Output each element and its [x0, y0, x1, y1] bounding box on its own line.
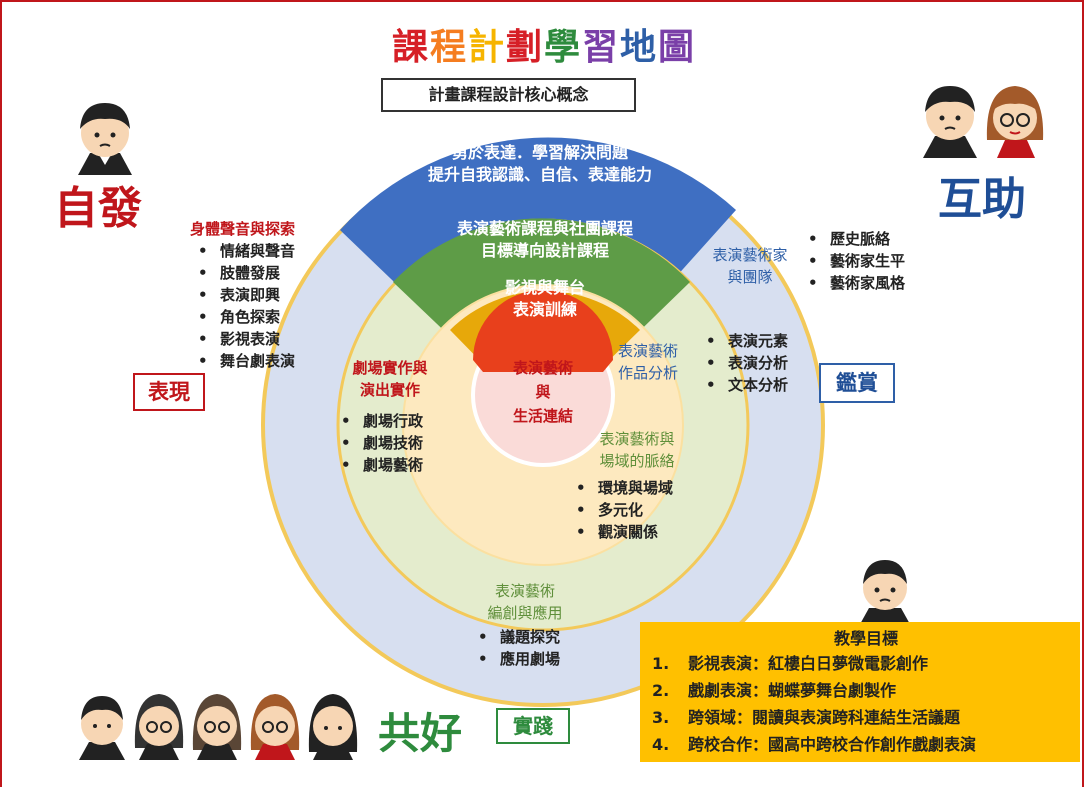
works-heading-line: 表演藝術 — [617, 342, 678, 360]
goal-text: 戲劇表演：蝴蝶夢舞台劇製作 — [688, 681, 897, 700]
list-item: 文本分析 — [706, 374, 788, 396]
works-heading: 表演藝術 作品分析 — [598, 340, 698, 384]
goal-text: 跨領域：閱讀與表演跨科連結生活議題 — [688, 708, 961, 727]
title-char: 課 — [391, 27, 430, 68]
context-heading: 表演藝術與 場域的脈絡 — [582, 428, 692, 472]
list-item: 角色探索 — [198, 306, 295, 328]
title-char: 地 — [620, 27, 659, 68]
goal-number: 3. — [652, 708, 670, 727]
body-sound-heading: 身體聲音與探索 — [190, 220, 296, 238]
girl-avatar-icon — [308, 694, 358, 760]
theatre-heading: 劇場實作與 演出實作 — [335, 357, 445, 401]
creation-heading-line: 編創與應用 — [487, 604, 563, 622]
list-item: 劇場技術 — [341, 432, 423, 454]
list-item: 影視表演 — [198, 328, 295, 350]
center-line: 生活連結 — [512, 407, 573, 425]
boy-avatar-icon — [78, 103, 132, 175]
inner-ring-line: 表演訓練 — [512, 300, 577, 319]
list-item: 劇場行政 — [341, 410, 423, 432]
goal-item: 4. 跨校合作：國高中跨校合作創作戲劇表演 — [652, 731, 1080, 758]
self-initiative-label: 自發 — [54, 183, 142, 234]
list-item: 應用劇場 — [478, 648, 560, 670]
title-char: 程 — [429, 27, 468, 68]
goal-number: 2. — [652, 681, 670, 700]
list-item: 肢體發展 — [198, 262, 295, 284]
list-item: 觀演關係 — [576, 521, 673, 543]
middle-ring-line: 表演藝術課程與社團課程 — [456, 219, 633, 238]
title-char: 學 — [544, 27, 583, 68]
outer-ring-line: 勇於表達．學習解決問題 — [451, 143, 628, 162]
list-item: 表演分析 — [706, 352, 788, 374]
mutual-help-label: 互助 — [938, 174, 1026, 225]
artists-heading-line: 表演藝術家 — [712, 246, 788, 264]
practice-tag: 實踐 — [496, 708, 570, 744]
creation-heading: 表演藝術 編創與應用 — [470, 580, 580, 624]
list-item: 劇場藝術 — [341, 454, 423, 476]
girl-avatar-icon — [986, 86, 1044, 158]
middle-ring-line: 目標導向設計課程 — [480, 241, 609, 260]
express-tag: 表現 — [133, 373, 205, 411]
boy-avatar-icon — [923, 86, 977, 158]
theatre-heading-line: 演出實作 — [359, 381, 420, 399]
title-char: 習 — [582, 27, 621, 68]
girl-avatar-icon — [192, 694, 242, 760]
title-char: 劃 — [505, 27, 544, 68]
works-list: 表演元素 表演分析 文本分析 — [706, 330, 788, 396]
goal-text: 跨校合作：國高中跨校合作創作戲劇表演 — [688, 735, 977, 754]
list-item: 環境與場域 — [576, 477, 673, 499]
creation-list: 議題探究 應用劇場 — [478, 626, 560, 670]
body-sound-list: 情緒與聲音 肢體發展 表演即興 角色探索 影視表演 舞台劇表演 — [198, 240, 295, 372]
appreciate-tag: 鑑賞 — [819, 363, 895, 403]
girl-avatar-icon — [250, 694, 300, 760]
goal-text: 影視表演：紅樓白日夢微電影創作 — [688, 654, 929, 673]
avatar-pair — [923, 86, 1044, 158]
girl-avatar-icon — [134, 694, 184, 760]
list-item: 情緒與聲音 — [198, 240, 295, 262]
works-heading-line: 作品分析 — [617, 364, 678, 382]
theatre-heading-line: 劇場實作與 — [352, 359, 428, 377]
title-char: 計 — [467, 27, 506, 68]
context-list: 環境與場域 多元化 觀演關係 — [576, 477, 673, 543]
list-item: 表演元素 — [706, 330, 788, 352]
list-item: 議題探究 — [478, 626, 560, 648]
center-label: 表演藝術 與 生活連結 — [473, 356, 613, 428]
outer-ring-line: 提升自我認識、自信、表達能力 — [427, 165, 652, 184]
goal-item: 2. 戲劇表演：蝴蝶夢舞台劇製作 — [652, 677, 1080, 704]
list-item: 藝術家生平 — [808, 250, 905, 272]
inner-ring-label: 影視與舞台 表演訓練 — [460, 277, 630, 321]
inner-ring-line: 影視與舞台 — [504, 278, 585, 297]
avatar-group — [79, 694, 358, 760]
list-item: 舞台劇表演 — [198, 350, 295, 372]
list-item: 藝術家風格 — [808, 272, 905, 294]
goal-number: 4. — [652, 735, 670, 754]
context-heading-line: 場域的脈絡 — [599, 452, 675, 470]
teaching-goals-box: 教學目標 1. 影視表演：紅樓白日夢微電影創作 2. 戲劇表演：蝴蝶夢舞台劇製作 3… — [640, 622, 1080, 762]
page-title: 課程計劃學習地圖 — [0, 18, 1088, 70]
creation-heading-line: 表演藝術 — [494, 582, 555, 600]
theatre-list: 劇場行政 劇場技術 劇場藝術 — [341, 410, 423, 476]
context-heading-line: 表演藝術與 — [599, 430, 675, 448]
goal-item: 3. 跨領域：閱讀與表演跨科連結生活議題 — [652, 704, 1080, 731]
center-line: 表演藝術 — [512, 359, 573, 377]
teaching-goals-list: 1. 影視表演：紅樓白日夢微電影創作 2. 戲劇表演：蝴蝶夢舞台劇製作 3. 跨領域：… — [652, 650, 1080, 758]
list-item: 歷史脈絡 — [808, 228, 905, 250]
core-concept-label: 計畫課程設計核心概念 — [381, 78, 636, 112]
boy-avatar-icon — [79, 696, 125, 760]
center-line: 與 — [535, 383, 551, 401]
list-item: 多元化 — [576, 499, 673, 521]
list-item: 表演即興 — [198, 284, 295, 306]
goal-number: 1. — [652, 654, 670, 673]
artists-heading: 表演藝術家 與團隊 — [695, 244, 805, 288]
outer-ring-label: 勇於表達．學習解決問題 提升自我認識、自信、表達能力 — [380, 142, 700, 186]
teaching-goals-heading: 教學目標 — [833, 629, 898, 648]
boy-avatar-icon — [859, 560, 911, 626]
artists-list: 歷史脈絡 藝術家生平 藝術家風格 — [808, 228, 905, 294]
common-good-label: 共好 — [378, 709, 463, 758]
center-red-cap — [473, 290, 613, 372]
artists-heading-line: 與團隊 — [727, 268, 773, 286]
goal-item: 1. 影視表演：紅樓白日夢微電影創作 — [652, 650, 1080, 677]
title-char: 圖 — [658, 27, 697, 68]
middle-ring-label: 表演藝術課程與社團課程 目標導向設計課程 — [395, 218, 695, 262]
